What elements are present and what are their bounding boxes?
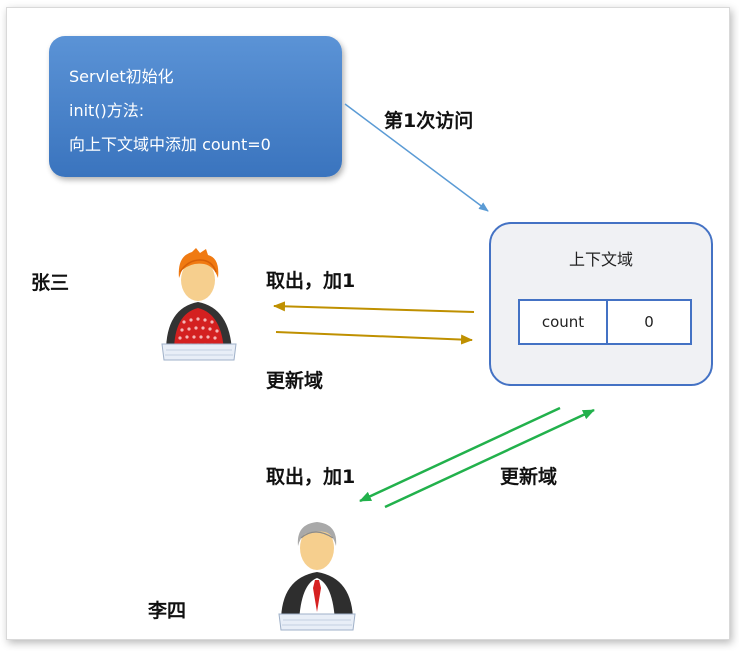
zhangsan-take-label: 取出，加1: [266, 270, 356, 292]
zhangsan-update-arrow: [275, 331, 473, 345]
first-access-label: 第1次访问: [384, 110, 474, 132]
context-domain-title: 上下文域: [568, 250, 633, 269]
servlet-init-line-2: init()方法:: [69, 101, 145, 120]
lisi-update-arrow: [384, 408, 595, 509]
context-attribute-table: count 0: [518, 299, 692, 345]
user-orange-hair-icon: [161, 248, 237, 361]
context-attribute-value: 0: [644, 313, 654, 331]
lisi-take-label: 取出，加1: [266, 466, 356, 488]
context-domain-box: 上下文域 count 0: [489, 222, 713, 386]
lisi-name: 李四: [148, 600, 187, 622]
servlet-init-box: Servlet初始化 init()方法: 向上下文域中添加 count=0: [49, 36, 342, 177]
first-access-arrow: [344, 103, 489, 212]
servlet-init-line-1: Servlet初始化: [69, 67, 174, 86]
lisi-update-label: 更新域: [500, 466, 558, 488]
lisi-take-arrow: [359, 406, 561, 503]
servlet-init-line-3: 向上下文域中添加 count=0: [69, 135, 271, 154]
user-grey-hair-icon: [278, 522, 356, 631]
zhangsan-take-arrow: [273, 301, 475, 313]
zhangsan-update-label: 更新域: [266, 370, 324, 392]
zhangsan-name: 张三: [31, 272, 70, 294]
context-attribute-key: count: [520, 301, 608, 343]
